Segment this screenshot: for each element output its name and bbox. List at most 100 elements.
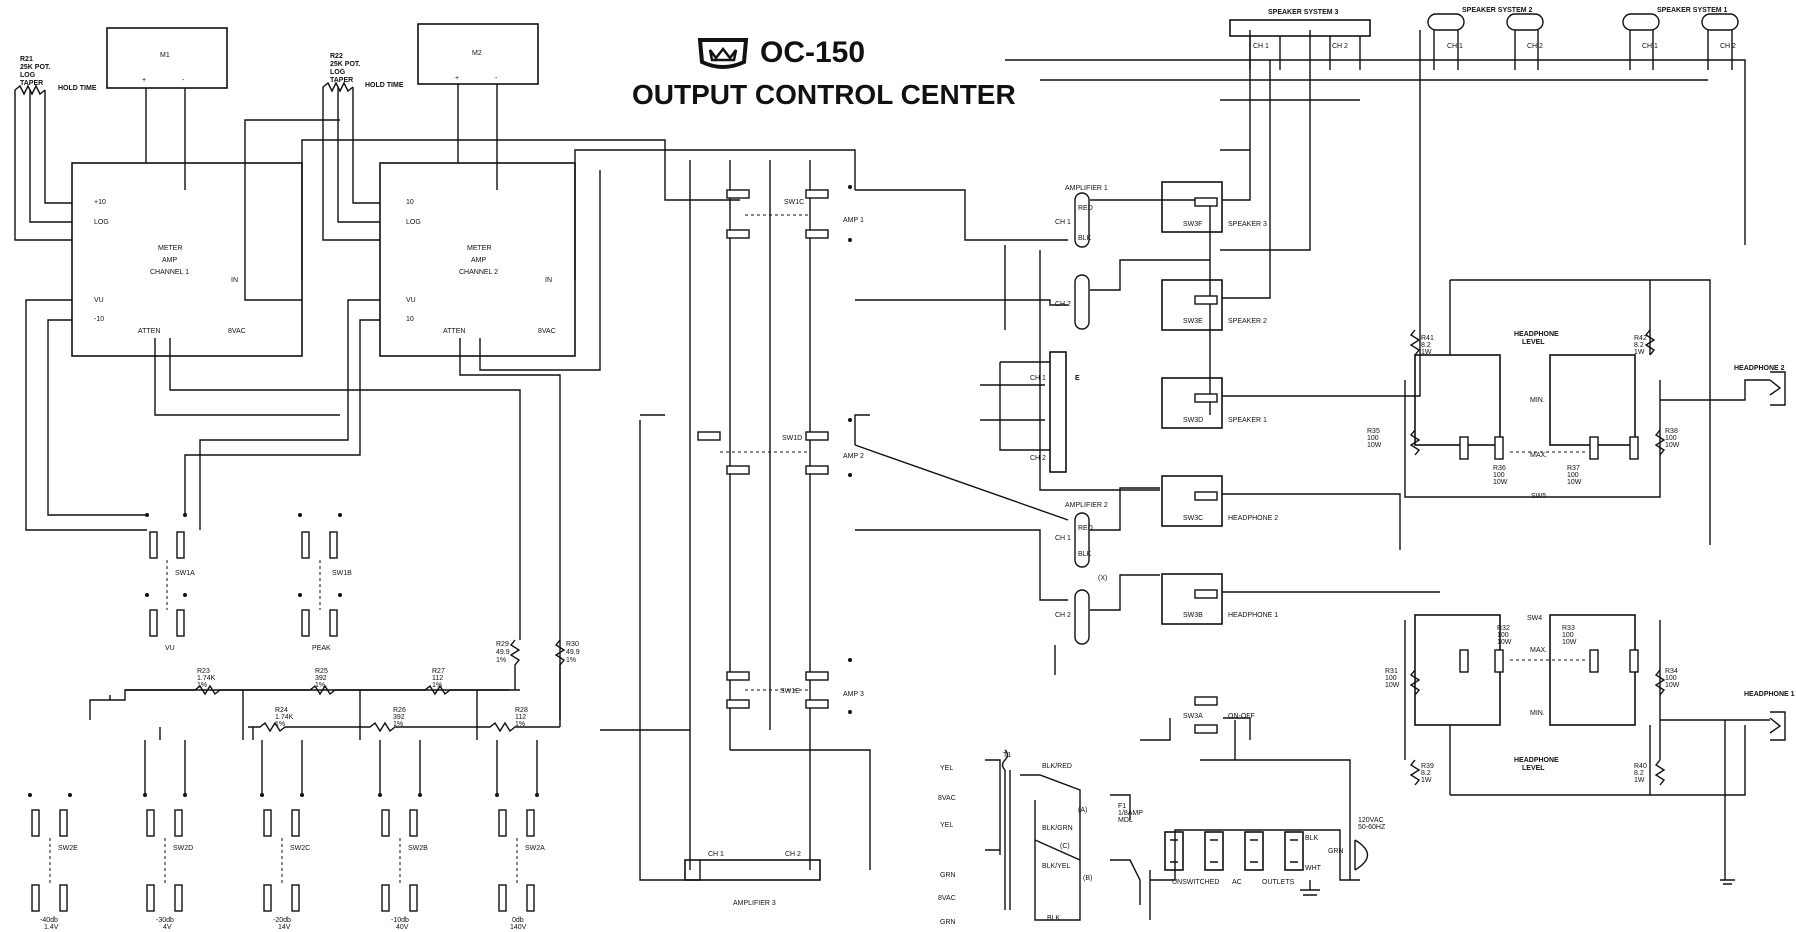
- hp1-min: MIN.: [1530, 710, 1545, 717]
- estat-ch1: CH 1: [1030, 375, 1046, 382]
- sw2a-db: 0db: [512, 917, 524, 924]
- r37-line1: R37: [1567, 465, 1580, 472]
- amp2-sw-label: AMP 2: [843, 453, 864, 460]
- r29-line2: 49.9: [496, 649, 510, 656]
- grn2-label: GRN: [940, 919, 956, 926]
- pin-ch1-atten: ATTEN: [138, 328, 160, 335]
- amp2-ch1: CH 1: [1055, 535, 1071, 542]
- amplifier-3-strip: [684, 859, 821, 881]
- meter-m2-plus: +: [455, 75, 459, 82]
- amplifier-connectors: [854, 189, 1211, 675]
- r41-line2: 8.2: [1421, 342, 1431, 349]
- electrostatic-block: [1049, 351, 1067, 473]
- sw1a-label: SW1A: [175, 570, 195, 577]
- sw2e-db: -40db: [40, 917, 58, 924]
- hp1-level1: HEADPHONE: [1514, 757, 1559, 764]
- speaker-switch-bank: [1140, 30, 1440, 741]
- sw1e-label: SW1E: [780, 688, 800, 695]
- system3-ch1: CH 1: [1253, 43, 1269, 50]
- sw3d-label: SW3D: [1183, 417, 1203, 424]
- pin-ch1-vac: 8VAC: [228, 328, 246, 335]
- pin-ch2-log: LOG: [406, 219, 421, 226]
- b-label: (B): [1083, 875, 1092, 882]
- amp1-sw-label: AMP 1: [843, 217, 864, 224]
- pot-r22-line4: TAPER: [330, 77, 353, 84]
- amp1-ch1: CH 1: [1055, 219, 1071, 226]
- r25-line1: R25: [315, 668, 328, 675]
- hp2-sw-label: HEADPHONE 2: [1228, 515, 1278, 522]
- r26-line3: 1%: [393, 721, 403, 728]
- meter-m1: [106, 27, 228, 89]
- sw3e-label: SW3E: [1183, 318, 1203, 325]
- r23-line2: 1.74K: [197, 675, 216, 682]
- r36-line2: 100: [1493, 472, 1505, 479]
- meter-m2-minus: -: [495, 75, 498, 82]
- sw2a-label: SW2A: [525, 845, 545, 852]
- amp2-ch2: CH 2: [1055, 612, 1071, 619]
- r26-line2: 392: [393, 714, 405, 721]
- pin-ch1-p10: +10: [94, 199, 106, 206]
- vu-label: VU: [165, 645, 175, 652]
- meter-amp-ch1-line1: METER: [158, 245, 183, 252]
- vac8-2: 8VAC: [938, 895, 956, 902]
- r25-line3: 1%: [315, 682, 325, 689]
- pin-ch1-log: LOG: [94, 219, 109, 226]
- sw1c-label: SW1C: [784, 199, 804, 206]
- pot-r22-line2: 25K POT.: [330, 61, 360, 68]
- range-switches: [28, 740, 539, 912]
- pin-ch2-vac: 8VAC: [538, 328, 556, 335]
- pin-ch1-in: IN: [231, 277, 238, 284]
- c-label: (C): [1060, 843, 1070, 850]
- sw2e-label: SW2E: [58, 845, 78, 852]
- hp2-level2: LEVEL: [1522, 339, 1545, 346]
- r41-line1: R41: [1421, 335, 1434, 342]
- sw2d-label: SW2D: [173, 845, 193, 852]
- r34-line1: R34: [1665, 668, 1678, 675]
- amp2-red: RED: [1078, 525, 1093, 532]
- r35-line3: 10W: [1367, 442, 1382, 449]
- r40-line1: R40: [1634, 763, 1647, 770]
- sw2d-volts: 4V: [163, 924, 172, 931]
- system2-ch1: CH 1: [1447, 43, 1463, 50]
- sw2e-volts: 1.4V: [44, 924, 59, 931]
- system3-ch2: CH 2: [1332, 43, 1348, 50]
- pot-r21-line1: R21: [20, 56, 33, 63]
- r30-line2: 49.9: [566, 649, 580, 656]
- page-subtitle: OUTPUT CONTROL CENTER: [632, 79, 1016, 110]
- r42-line2: 8.2: [1634, 342, 1644, 349]
- meter-amp-ch1: [71, 162, 303, 357]
- amp1-ch2: CH 2: [1055, 301, 1071, 308]
- vac8-1: 8VAC: [938, 795, 956, 802]
- blk-label: BLK: [1047, 915, 1061, 922]
- blk-yel-label: BLK/YEL: [1042, 863, 1071, 870]
- amp3-ch1: CH 1: [708, 851, 724, 858]
- r38-line2: 100: [1665, 435, 1677, 442]
- fuse-line1: F1: [1118, 803, 1126, 810]
- speaker3-label: SPEAKER 3: [1228, 221, 1267, 228]
- r34-line2: 100: [1665, 675, 1677, 682]
- r33-line3: 10W: [1562, 639, 1577, 646]
- sw2a-volts: 140V: [510, 924, 527, 931]
- chassis-ground-icon: [1300, 880, 1320, 896]
- r29-line3: 1%: [496, 657, 506, 664]
- system1-ch2: CH 2: [1720, 43, 1736, 50]
- t1-label: T1: [1003, 752, 1011, 759]
- r27-line1: R27: [432, 668, 445, 675]
- r32-line2: 100: [1497, 632, 1509, 639]
- wht-label: WHT: [1305, 865, 1322, 872]
- hp2-max: MAX.: [1530, 452, 1547, 459]
- resistor-ladder: [125, 639, 566, 740]
- r36-line1: R36: [1493, 465, 1506, 472]
- r23-line3: 1%: [197, 682, 207, 689]
- pot-r21-line3: LOG: [20, 72, 36, 79]
- hp1-jack: [1769, 711, 1786, 741]
- pot-r21-hold: HOLD TIME: [58, 85, 97, 92]
- amp1-red: RED: [1078, 205, 1093, 212]
- r28-line1: R28: [515, 707, 528, 714]
- r42-line1: R42: [1634, 335, 1647, 342]
- r41-line3: 1W: [1421, 349, 1432, 356]
- pin-ch1-vu: VU: [94, 297, 104, 304]
- estat-wiring: [980, 361, 1050, 451]
- sw3b-label: SW3B: [1183, 612, 1203, 619]
